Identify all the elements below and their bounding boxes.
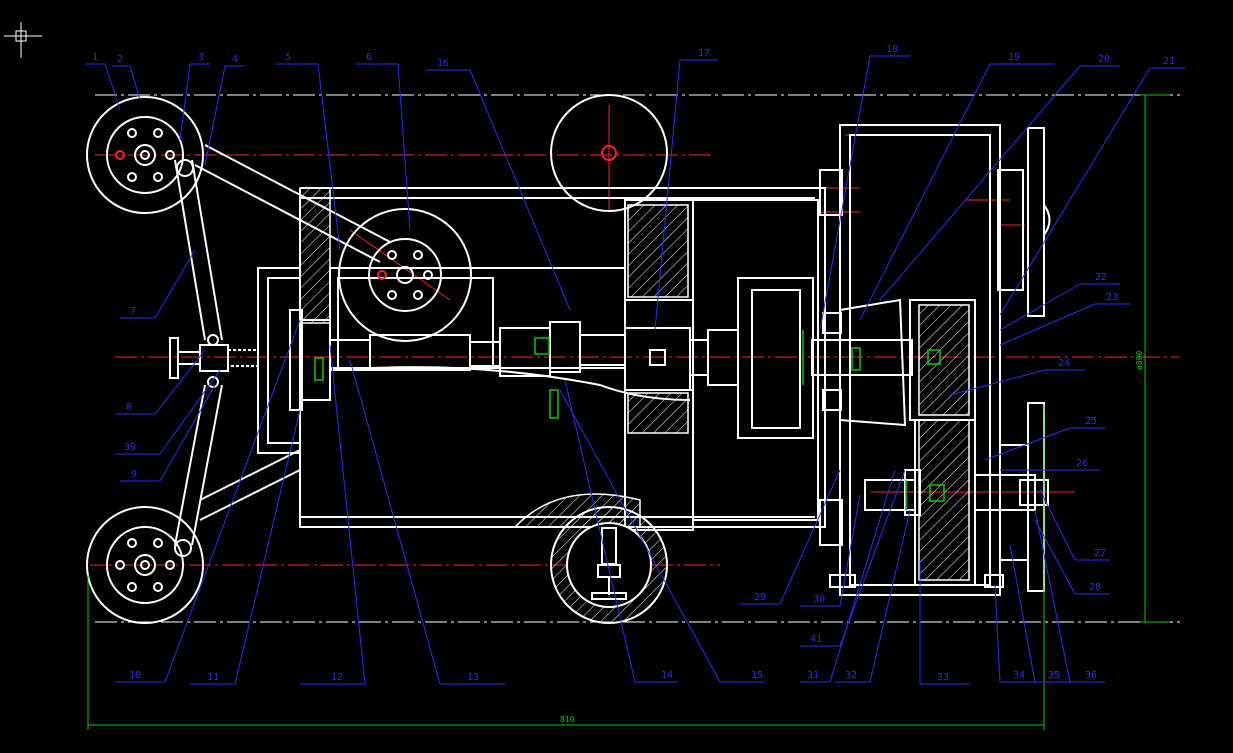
part-label-13: 13 bbox=[467, 672, 479, 683]
part-label-41: 41 bbox=[810, 634, 822, 645]
leader-line bbox=[329, 344, 366, 685]
part-label-27: 27 bbox=[1094, 548, 1106, 559]
part-label-18: 18 bbox=[886, 44, 898, 55]
machine-frame bbox=[257, 187, 826, 531]
leader-line bbox=[154, 349, 206, 415]
part-label-6: 6 bbox=[366, 52, 372, 63]
part-label-39: 39 bbox=[124, 442, 136, 453]
leader-line bbox=[999, 303, 1096, 346]
overall-width-dimension: 810 bbox=[560, 715, 575, 724]
leader-line bbox=[819, 55, 871, 331]
leader-line bbox=[1034, 519, 1076, 595]
leader-lines bbox=[86, 55, 1185, 685]
part-label-1: 1 bbox=[92, 52, 98, 63]
part-label-14: 14 bbox=[661, 670, 673, 681]
part-label-15: 15 bbox=[751, 670, 763, 681]
leader-line bbox=[204, 65, 226, 166]
crosshair-cursor-icon bbox=[4, 22, 42, 58]
gearbox-housing bbox=[819, 124, 1051, 596]
part-label-36: 36 bbox=[1085, 670, 1097, 681]
part-label-3: 3 bbox=[198, 52, 204, 63]
leader-line bbox=[154, 249, 196, 319]
leader-line bbox=[1009, 544, 1036, 683]
leader-line bbox=[654, 59, 681, 331]
part-label-21: 21 bbox=[1163, 56, 1175, 67]
part-label-28: 28 bbox=[1089, 582, 1101, 593]
leader-line bbox=[179, 63, 191, 141]
part-label-24: 24 bbox=[1058, 358, 1070, 369]
leader-line bbox=[829, 469, 896, 683]
bottom-left-wheel bbox=[86, 506, 204, 624]
part-label-8: 8 bbox=[126, 402, 132, 413]
leader-line bbox=[994, 584, 1001, 683]
leader-line bbox=[469, 69, 571, 311]
leader-line bbox=[397, 63, 411, 231]
part-label-31: 31 bbox=[807, 670, 819, 681]
part-label-10: 10 bbox=[129, 670, 141, 681]
leader-line bbox=[234, 409, 301, 685]
part-label-5: 5 bbox=[285, 52, 291, 63]
part-label-17: 17 bbox=[698, 48, 710, 59]
leader-line bbox=[559, 389, 721, 683]
part-label-19: 19 bbox=[1008, 52, 1020, 63]
leader-line bbox=[999, 283, 1081, 331]
leader-line bbox=[564, 379, 636, 683]
part-label-25: 25 bbox=[1085, 416, 1097, 427]
leader-line bbox=[159, 384, 216, 482]
part-label-35: 35 bbox=[1048, 670, 1060, 681]
dimension-lines bbox=[87, 94, 1170, 730]
leader-line bbox=[949, 369, 1046, 396]
leader-line bbox=[104, 63, 121, 111]
leader-line bbox=[984, 427, 1071, 461]
leader-line bbox=[1039, 489, 1076, 561]
part-label-26: 26 bbox=[1076, 458, 1088, 469]
belt-pulley bbox=[338, 208, 472, 342]
part-label-32: 32 bbox=[845, 670, 857, 681]
top-left-wheel bbox=[86, 96, 204, 214]
leader-line bbox=[317, 63, 341, 251]
leader-line bbox=[859, 63, 991, 321]
part-label-4: 4 bbox=[232, 54, 238, 65]
part-label-2: 2 bbox=[117, 54, 123, 65]
leader-line bbox=[839, 494, 861, 607]
part-label-16: 16 bbox=[437, 58, 449, 69]
top-idler-wheel bbox=[550, 94, 668, 212]
overall-height-dimension: ø890 bbox=[1135, 351, 1144, 370]
linkage-arms bbox=[169, 144, 391, 557]
part-label-12: 12 bbox=[331, 672, 343, 683]
part-label-29: 29 bbox=[754, 592, 766, 603]
part-label-23: 23 bbox=[1106, 292, 1118, 303]
part-label-20: 20 bbox=[1098, 54, 1110, 65]
leader-line bbox=[839, 469, 906, 647]
leader-line bbox=[159, 369, 221, 455]
part-label-11: 11 bbox=[207, 672, 219, 683]
leader-line bbox=[1034, 509, 1071, 683]
leader-line bbox=[779, 469, 841, 605]
leader-line bbox=[129, 65, 141, 101]
part-label-9: 9 bbox=[131, 469, 137, 480]
main-shaft bbox=[289, 277, 913, 439]
leader-line bbox=[869, 509, 911, 683]
leader-line bbox=[999, 67, 1151, 316]
bottom-drive-wheel bbox=[550, 506, 668, 624]
part-label-22: 22 bbox=[1095, 272, 1107, 283]
key-features bbox=[314, 330, 945, 510]
part-label-33: 33 bbox=[937, 672, 949, 683]
leader-line bbox=[349, 359, 441, 685]
part-label-7: 7 bbox=[130, 306, 136, 317]
part-label-30: 30 bbox=[813, 594, 825, 605]
part-label-34: 34 bbox=[1013, 670, 1025, 681]
leader-line bbox=[164, 319, 301, 683]
leader-line bbox=[879, 65, 1081, 301]
